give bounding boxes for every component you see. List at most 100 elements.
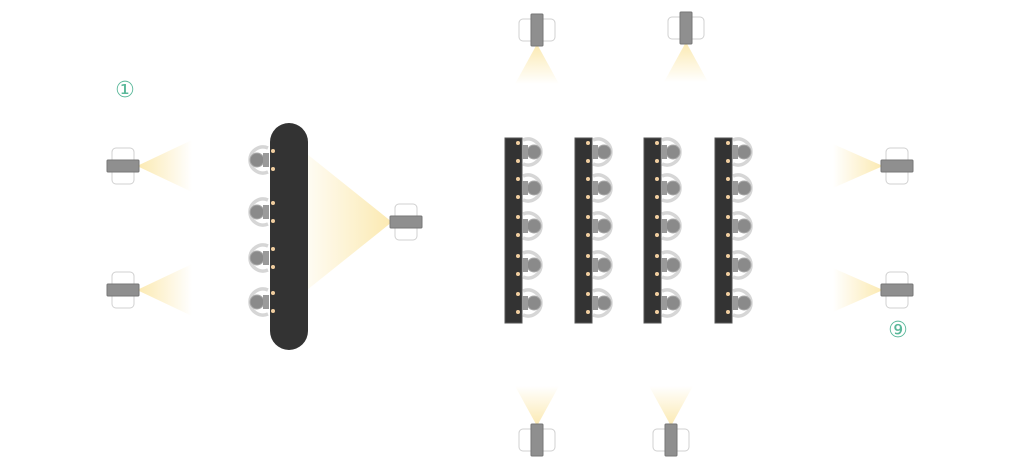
person-body bbox=[661, 296, 667, 310]
hand bbox=[655, 177, 659, 181]
light-body bbox=[530, 423, 544, 457]
person-body bbox=[592, 296, 598, 310]
chair-icon bbox=[516, 137, 543, 167]
light-fixture-icon bbox=[518, 423, 556, 457]
person-icon bbox=[596, 180, 612, 196]
chair-icon bbox=[586, 137, 613, 167]
light-beam bbox=[137, 140, 192, 192]
hand bbox=[726, 159, 730, 163]
hand bbox=[726, 141, 730, 145]
person-body bbox=[592, 181, 598, 195]
chair-icon bbox=[516, 173, 543, 203]
chair-icon bbox=[726, 137, 753, 167]
person-body bbox=[522, 219, 528, 233]
hand bbox=[586, 310, 590, 314]
person-body bbox=[661, 181, 667, 195]
light-body bbox=[880, 283, 914, 297]
light-beam bbox=[137, 264, 192, 316]
person-body bbox=[592, 219, 598, 233]
hand bbox=[586, 195, 590, 199]
hand bbox=[726, 177, 730, 181]
hand bbox=[655, 159, 659, 163]
hand bbox=[271, 201, 275, 205]
hand bbox=[586, 141, 590, 145]
hand bbox=[655, 310, 659, 314]
hand bbox=[655, 272, 659, 276]
chair-icon bbox=[726, 250, 753, 280]
hand bbox=[586, 215, 590, 219]
hand bbox=[516, 310, 520, 314]
person-icon bbox=[596, 295, 612, 311]
light-fixture-icon bbox=[652, 423, 690, 457]
person-icon bbox=[596, 144, 612, 160]
chair-icon bbox=[655, 137, 682, 167]
person-body bbox=[732, 258, 738, 272]
hand bbox=[655, 233, 659, 237]
person-icon bbox=[736, 295, 752, 311]
hand bbox=[586, 177, 590, 181]
chair-icon bbox=[516, 250, 543, 280]
hand bbox=[271, 291, 275, 295]
light-fixture-icon bbox=[389, 203, 423, 241]
light-beam bbox=[833, 268, 883, 312]
table-icon bbox=[270, 123, 308, 350]
chair-icon bbox=[726, 288, 753, 318]
hand bbox=[655, 215, 659, 219]
hand bbox=[586, 254, 590, 258]
hand bbox=[271, 149, 275, 153]
light-fixture-icon bbox=[518, 13, 556, 47]
chairs bbox=[248, 137, 753, 318]
chair-icon bbox=[726, 173, 753, 203]
hand bbox=[726, 310, 730, 314]
hand bbox=[655, 195, 659, 199]
hand bbox=[726, 272, 730, 276]
light-fixture-icon bbox=[106, 147, 140, 185]
hand bbox=[516, 159, 520, 163]
person-icon bbox=[526, 257, 542, 273]
chair-icon bbox=[655, 288, 682, 318]
light-beam bbox=[664, 42, 708, 82]
person-icon bbox=[665, 257, 681, 273]
person-body bbox=[522, 258, 528, 272]
hand bbox=[516, 233, 520, 237]
person-icon bbox=[249, 294, 265, 310]
hand bbox=[516, 272, 520, 276]
chair-icon bbox=[586, 211, 613, 241]
light-body bbox=[679, 11, 693, 45]
chair-icon bbox=[726, 211, 753, 241]
person-body bbox=[661, 219, 667, 233]
marker-label-1: ① bbox=[115, 78, 135, 103]
hand bbox=[516, 141, 520, 145]
person-icon bbox=[736, 218, 752, 234]
person-icon bbox=[526, 144, 542, 160]
hand bbox=[726, 233, 730, 237]
hand bbox=[271, 219, 275, 223]
light-beams bbox=[137, 42, 883, 426]
person-body bbox=[732, 181, 738, 195]
hand bbox=[271, 265, 275, 269]
person-body bbox=[263, 295, 269, 309]
person-body bbox=[522, 145, 528, 159]
light-body bbox=[664, 423, 678, 457]
hand bbox=[271, 247, 275, 251]
hand bbox=[586, 272, 590, 276]
hand bbox=[586, 292, 590, 296]
person-icon bbox=[736, 257, 752, 273]
person-icon bbox=[665, 180, 681, 196]
hand bbox=[516, 254, 520, 258]
light-body bbox=[880, 159, 914, 173]
hand bbox=[726, 292, 730, 296]
lights bbox=[106, 11, 914, 457]
hand bbox=[655, 292, 659, 296]
hand bbox=[271, 167, 275, 171]
person-body bbox=[592, 145, 598, 159]
person-icon bbox=[249, 204, 265, 220]
person-body bbox=[522, 296, 528, 310]
tables bbox=[270, 123, 733, 350]
hand bbox=[516, 292, 520, 296]
hand bbox=[516, 177, 520, 181]
person-body bbox=[732, 219, 738, 233]
hand bbox=[726, 254, 730, 258]
person-body bbox=[661, 145, 667, 159]
